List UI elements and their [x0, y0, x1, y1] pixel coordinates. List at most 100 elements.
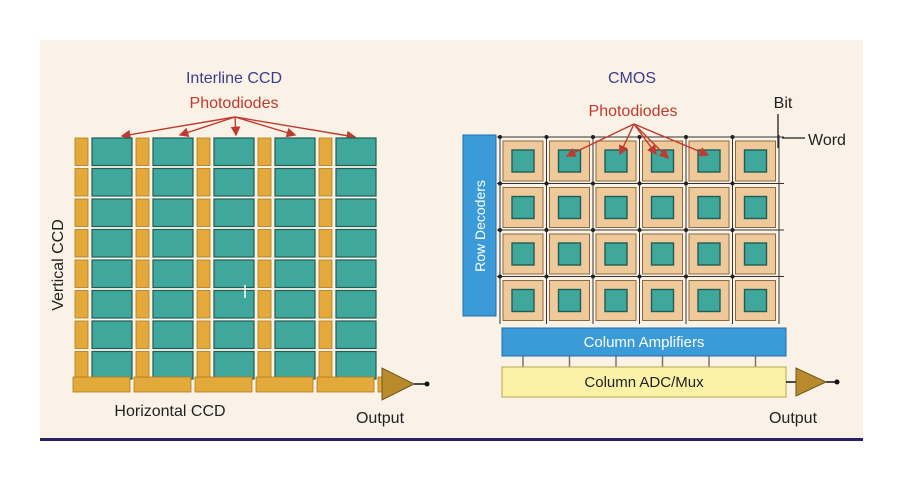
vertical-ccd-cell [257, 259, 272, 288]
cmos-photodiode [697, 242, 721, 266]
vertical-ccd-cell [196, 290, 211, 319]
cmos-photodiode [511, 195, 535, 220]
vertical-ccd-label: Vertical CCD [50, 219, 67, 311]
ccd-photodiode [274, 289, 316, 319]
cmos-junction-dot [684, 274, 688, 279]
column-adc-mux-block [501, 366, 787, 398]
cmos-photodiode [697, 288, 721, 313]
ccd-photodiode [91, 167, 133, 197]
vertical-ccd-cell [318, 351, 333, 380]
row-decoders-block [462, 134, 497, 317]
cmos-junction-dot [684, 135, 688, 139]
cmos-photodiode [604, 195, 628, 220]
ccd-photodiode [213, 198, 255, 228]
ccd-photodiode [274, 198, 316, 228]
ccd-pixel-grid [74, 137, 377, 380]
horizontal-ccd-segment [316, 376, 375, 393]
ccd-photodiode [152, 320, 194, 350]
vertical-ccd-cell [257, 198, 272, 227]
ccd-photodiodes-label: Photodiodes [190, 95, 279, 112]
cmos-photodiode-arrows [565, 123, 710, 159]
cmos-junction-dot [498, 181, 502, 186]
vertical-ccd-cell [74, 320, 89, 349]
cmos-junction-dot [544, 274, 549, 279]
cmos-junction-dot [684, 228, 688, 232]
cmos-junction-dot [591, 274, 595, 279]
ccd-photodiode [335, 320, 377, 350]
ccd-photodiode [274, 259, 316, 289]
ccd-photodiode [152, 137, 194, 167]
ccd-photodiode [152, 259, 194, 289]
cmos-junction-dot [544, 181, 549, 186]
cmos-junction-dot [498, 274, 502, 279]
ccd-photodiode [274, 350, 316, 380]
ccd-photodiode [213, 259, 255, 289]
ccd-photodiode [152, 289, 194, 319]
cmos-junction-dot [544, 228, 549, 232]
vertical-ccd-cell [196, 198, 211, 227]
ccd-photodiode [274, 137, 316, 167]
cmos-photodiode [743, 195, 768, 220]
vertical-ccd-cell [257, 290, 272, 319]
ccd-photodiode-arrow [230, 116, 241, 137]
cmos-junction-dot [637, 274, 642, 279]
vertical-ccd-cell [135, 259, 150, 288]
cmos-junction-dot [498, 228, 502, 232]
ccd-photodiode [152, 198, 194, 228]
vertical-ccd-cell [74, 198, 89, 227]
cmos-junction-dot [591, 228, 595, 232]
ccd-photodiode [213, 137, 255, 167]
ccd-photodiode [152, 350, 194, 380]
amplifier-adc-connectors [522, 356, 757, 367]
cmos-junction-dot [730, 135, 735, 139]
vertical-ccd-cell [196, 168, 211, 197]
cmos-output-node [834, 379, 840, 385]
ccd-photodiode [91, 289, 133, 319]
vertical-ccd-cell [196, 351, 211, 380]
cmos-photodiode [650, 195, 675, 220]
ccd-photodiode [274, 167, 316, 197]
ccd-photodiode [91, 350, 133, 380]
cmos-photodiode-arrow [633, 123, 657, 156]
ccd-photodiode [91, 137, 133, 167]
cmos-pixel-cell [595, 233, 637, 275]
cmos-photodiode [604, 149, 628, 173]
ccd-photodiode-arrow [234, 116, 357, 141]
horizontal-ccd-segment [194, 376, 253, 393]
vertical-ccd-cell [74, 229, 89, 258]
ccd-output-node [424, 381, 430, 387]
vertical-ccd-cell [135, 229, 150, 258]
vertical-ccd-cell [257, 168, 272, 197]
bottom-divider [40, 438, 863, 441]
ccd-output-label: Output [356, 410, 405, 427]
ccd-photodiode-arrows [120, 116, 357, 141]
cmos-photodiode [697, 149, 721, 173]
cmos-pixel-cell [549, 280, 590, 321]
ccd-photodiode [335, 167, 377, 197]
cmos-junction-dot [730, 274, 735, 279]
vertical-ccd-cell [196, 229, 211, 258]
vertical-ccd-cell [74, 168, 89, 197]
ccd-photodiode [213, 289, 255, 319]
ccd-photodiode [91, 259, 133, 289]
horizontal-ccd-label: Horizontal CCD [114, 403, 225, 420]
vertical-ccd-cell [257, 351, 272, 380]
cmos-junction-dot [730, 228, 735, 232]
column-amplifiers-label: Column Amplifiers [584, 334, 705, 351]
ccd-photodiode [335, 259, 377, 289]
cmos-junction-dot [544, 135, 549, 139]
cmos-photodiode-arrow [633, 123, 669, 159]
cmos-junction-dot [498, 135, 502, 139]
cmos-photodiode [743, 242, 768, 266]
cmos-junction-dot [637, 135, 642, 139]
vertical-ccd-cell [135, 351, 150, 380]
cmos-pixel-grid [498, 135, 776, 321]
ccd-output-amplifier-icon [381, 367, 416, 401]
cmos-junction-dot [591, 135, 595, 139]
vertical-ccd-cell [74, 259, 89, 288]
ccd-photodiode [213, 167, 255, 197]
vertical-ccd-cell [318, 198, 333, 227]
ccd-title: Interline CCD [186, 70, 282, 87]
vertical-ccd-cell [318, 290, 333, 319]
